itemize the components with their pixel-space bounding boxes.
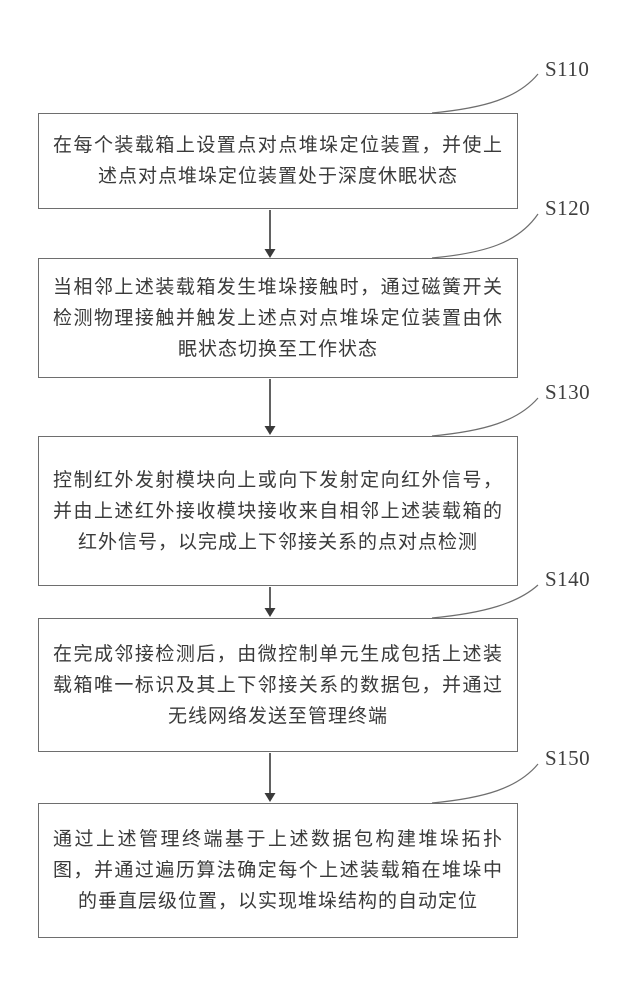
leader-curve-s130	[431, 397, 539, 437]
leader-curve-s120	[431, 213, 539, 259]
flow-step-text-s140: 在完成邻接检测后，由微控制单元生成包括上述装载箱唯一标识及其上下邻接关系的数据包…	[53, 642, 503, 727]
flow-arrow-1-head	[264, 249, 276, 258]
step-label-s140: S140	[545, 567, 591, 591]
flow-step-box-s120: 当相邻上述装载箱发生堆垛接触时，通过磁簧开关检测物理接触并触发上述点对点堆垛定位…	[38, 258, 518, 378]
flow-step-box-s150: 通过上述管理终端基于上述数据包构建堆垛拓扑图，并通过遍历算法确定每个上述装载箱在…	[38, 803, 518, 938]
flow-arrow-3-head	[264, 608, 276, 617]
step-label-s120: S120	[545, 196, 591, 220]
leader-curve-s110	[431, 73, 539, 114]
flow-step-box-s140: 在完成邻接检测后，由微控制单元生成包括上述装载箱唯一标识及其上下邻接关系的数据包…	[38, 618, 518, 752]
flow-arrow-4-head	[264, 793, 276, 802]
flow-arrow-2-head	[264, 426, 276, 435]
leader-curve-s140	[431, 584, 539, 619]
flow-step-text-s130: 控制红外发射模块向上或向下发射定向红外信号，并由上述红外接收模块接收来自相邻上述…	[53, 468, 503, 553]
step-label-s110: S110	[545, 57, 590, 81]
flow-step-text-s110: 在每个装载箱上设置点对点堆垛定位装置，并使上述点对点堆垛定位装置处于深度休眠状态	[53, 134, 503, 187]
step-label-s150: S150	[545, 746, 591, 770]
flow-step-text-s120: 当相邻上述装载箱发生堆垛接触时，通过磁簧开关检测物理接触并触发上述点对点堆垛定位…	[53, 275, 503, 360]
flow-step-text-s150: 通过上述管理终端基于上述数据包构建堆垛拓扑图，并通过遍历算法确定每个上述装载箱在…	[53, 828, 503, 912]
flow-step-box-s110: 在每个装载箱上设置点对点堆垛定位装置，并使上述点对点堆垛定位装置处于深度休眠状态	[38, 113, 518, 209]
flow-step-box-s130: 控制红外发射模块向上或向下发射定向红外信号，并由上述红外接收模块接收来自相邻上述…	[38, 436, 518, 586]
step-label-s130: S130	[545, 380, 591, 404]
leader-curve-s150	[431, 763, 539, 804]
